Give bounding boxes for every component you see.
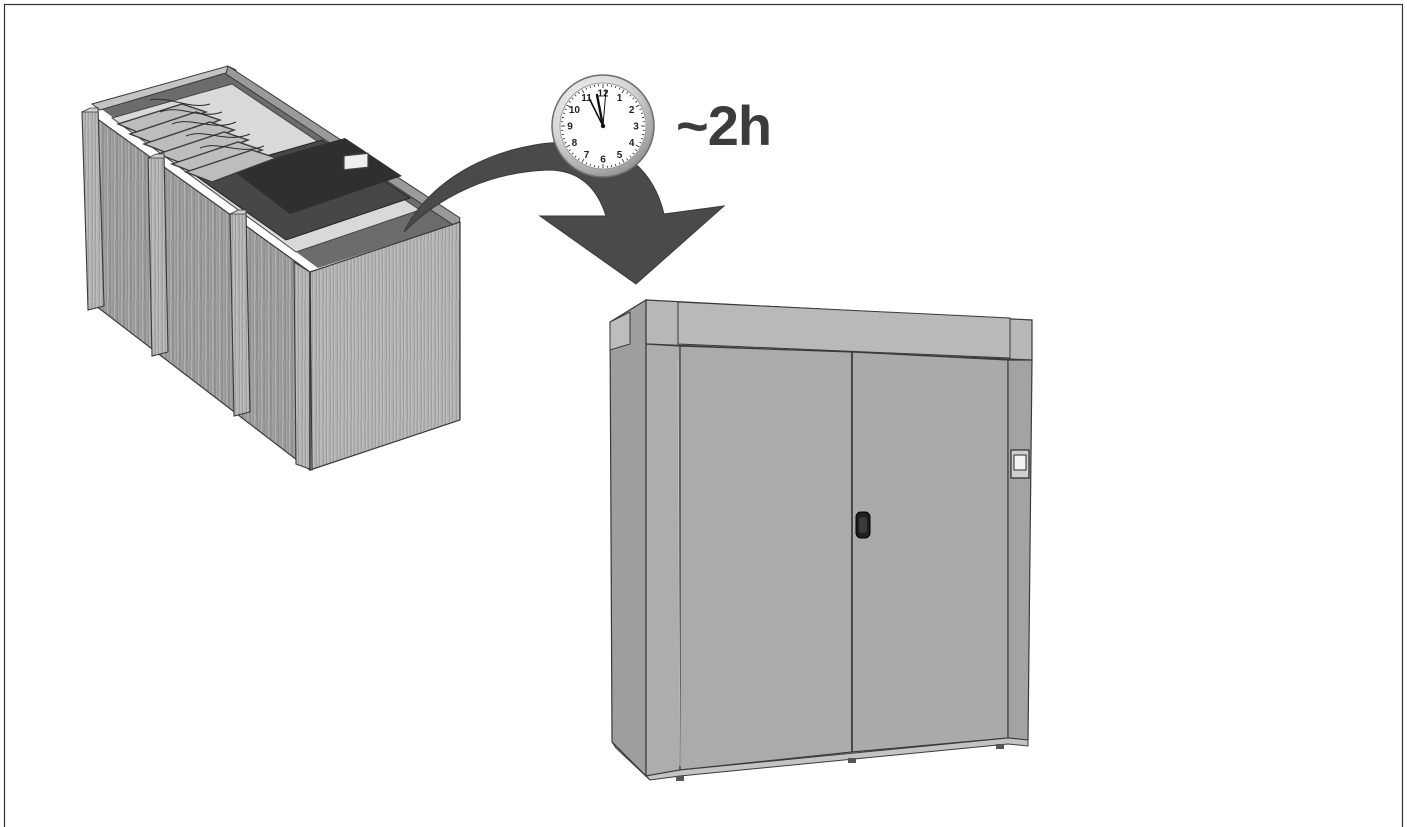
clock-numeral: 8 bbox=[572, 138, 578, 149]
clock-tick bbox=[562, 138, 566, 140]
clock-numeral: 9 bbox=[567, 122, 573, 133]
clock-tick bbox=[574, 94, 577, 97]
clock-tick bbox=[585, 162, 588, 165]
clock-tick bbox=[589, 163, 591, 167]
clock-numeral: 11 bbox=[581, 93, 592, 104]
page-border bbox=[3, 3, 1404, 827]
clock-numeral: 6 bbox=[600, 155, 606, 166]
clock-numeral: 3 bbox=[633, 122, 639, 133]
clock-tick bbox=[571, 152, 574, 155]
clock-tick bbox=[615, 85, 617, 89]
clock-tick bbox=[589, 85, 591, 89]
clock-tick bbox=[566, 104, 571, 108]
clock-tick bbox=[568, 100, 571, 103]
clock-numeral: 4 bbox=[629, 138, 635, 149]
clock-tick bbox=[635, 144, 640, 148]
clock-tick bbox=[585, 87, 588, 90]
clock-tick bbox=[639, 108, 642, 111]
clock-tick bbox=[639, 141, 642, 144]
clock-tick bbox=[564, 141, 567, 144]
clock-numeral: 10 bbox=[569, 105, 581, 116]
clock-tick bbox=[571, 97, 574, 100]
clock-tick bbox=[635, 100, 638, 103]
clock-tick bbox=[581, 89, 585, 94]
clock-tick bbox=[626, 158, 629, 161]
clock-tick bbox=[635, 104, 640, 108]
clock-tick bbox=[629, 94, 632, 97]
clock-tick bbox=[618, 87, 621, 90]
clock-tick bbox=[564, 108, 567, 111]
clock-tick bbox=[632, 152, 635, 155]
shipping-crate-icon bbox=[81, 65, 461, 472]
installation-duration-label: ~2h bbox=[676, 94, 772, 157]
installed-cabinet-icon bbox=[609, 298, 1033, 781]
clock-tick bbox=[632, 97, 635, 100]
clock-tick bbox=[618, 162, 621, 165]
clock-tick bbox=[640, 138, 644, 140]
clock-tick bbox=[640, 112, 644, 114]
clock-numeral: 12 bbox=[597, 89, 609, 100]
clock-tick bbox=[577, 158, 580, 161]
curved-arrow-icon bbox=[403, 141, 726, 285]
clock-tick bbox=[621, 158, 625, 163]
clock-tick bbox=[629, 155, 632, 158]
clock-tick bbox=[562, 112, 566, 114]
clock-tick bbox=[577, 91, 580, 94]
clock-numeral: 5 bbox=[617, 150, 623, 161]
clock-tick bbox=[615, 163, 617, 167]
clock-tick bbox=[626, 91, 629, 94]
clock-tick bbox=[581, 158, 585, 163]
clock-numeral: 7 bbox=[584, 150, 590, 161]
clock-tick bbox=[568, 149, 571, 152]
clock-numeral: 2 bbox=[629, 105, 635, 116]
clock-tick bbox=[574, 155, 577, 158]
clock-tick bbox=[566, 144, 571, 148]
clock-tick bbox=[621, 89, 625, 94]
clock-tick bbox=[635, 149, 638, 152]
clock-numeral: 1 bbox=[617, 93, 623, 104]
